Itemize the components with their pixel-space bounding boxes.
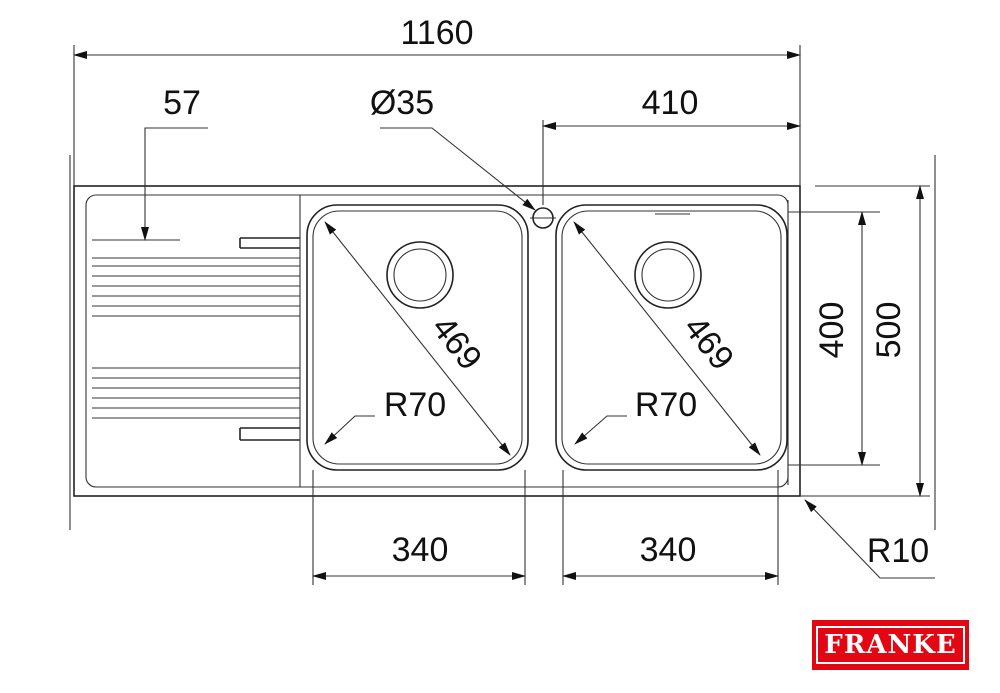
corner-radius-label: R10 — [867, 532, 929, 570]
dimension-lines — [73, 45, 935, 585]
tap-hole — [530, 120, 556, 229]
radius-left-label: R70 — [384, 386, 446, 424]
drainer-offset-label: 57 — [163, 84, 201, 122]
bowl-width-left-label: 340 — [392, 531, 449, 569]
bowl-width-right-label: 340 — [640, 531, 697, 569]
sink-outline — [69, 155, 936, 530]
franke-logo: FRANKE — [812, 620, 969, 670]
diagonal-right-label: 469 — [676, 309, 741, 377]
drainer-grooves — [92, 237, 300, 441]
tap-hole-label: Ø35 — [370, 84, 434, 122]
overall-width-label: 1160 — [400, 14, 473, 52]
overall-depth-label: 500 — [870, 302, 908, 359]
radius-right-label: R70 — [635, 386, 697, 424]
bowl-depth-label: 400 — [813, 302, 851, 359]
diagonal-left-label: 469 — [424, 309, 489, 377]
right-offset-label: 410 — [642, 84, 699, 122]
franke-logo-text: FRANKE — [816, 626, 965, 664]
